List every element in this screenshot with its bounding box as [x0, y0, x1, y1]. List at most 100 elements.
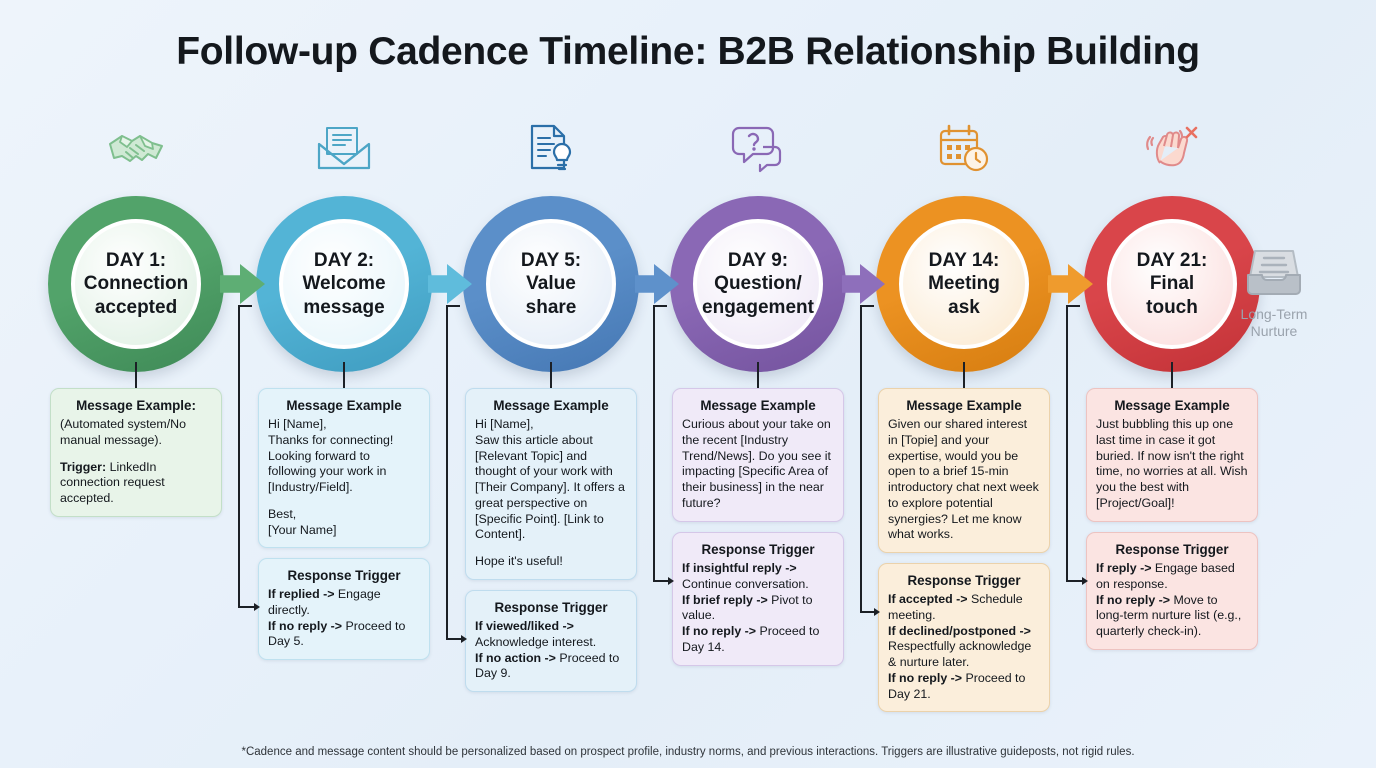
connector-elbow-horizontal-bottom: [860, 611, 874, 613]
page-title: Follow-up Cadence Timeline: B2B Relation…: [176, 30, 1200, 73]
message-box-trigger-note: Trigger: LinkedIn connection request acc…: [60, 459, 165, 506]
message-box-body-2: Best,[Your Name]: [268, 506, 337, 537]
response-trigger-box-day-2: Response Trigger If replied -> Engage dir…: [258, 558, 430, 661]
message-box-title: Message Example: [286, 398, 402, 413]
end-node-label: Long-Term Nurture: [1240, 306, 1308, 339]
flow-arrow-after-day-9: [842, 262, 886, 306]
stage-circle-inner: DAY 9:Question/engagement: [693, 219, 823, 349]
trigger-rule: If no reply -> Proceed to Day 21.: [888, 670, 1026, 701]
response-trigger-box-day-5: Response Trigger If viewed/liked -> Ackno…: [465, 590, 637, 693]
connector-elbow-vertical: [860, 305, 862, 611]
inbox-tray-icon: [1219, 245, 1329, 304]
message-box-body: (Automated system/No manual message).: [60, 417, 187, 447]
trigger-rule: If reply -> Engage based on response.: [1096, 561, 1235, 591]
footnote-disclaimer: *Cadence and message content should be p…: [241, 746, 1135, 758]
trigger-rule: If no action -> Proceed to Day 9.: [475, 650, 620, 681]
trigger-rule: If replied -> Engage directly.: [268, 587, 381, 617]
message-box-body-2: Hope it's useful!: [475, 554, 563, 569]
connector-arrowhead: [874, 608, 880, 616]
message-box-body: Given our shared interest in [Topie] and…: [888, 417, 1039, 542]
connector-elbow-horizontal-bottom: [446, 638, 461, 640]
stage-circle-day-9[interactable]: DAY 9:Question/engagement: [670, 196, 846, 372]
trigger-rule: If declined/postponed -> Respectfully ac…: [888, 623, 1032, 670]
message-example-box-day-1: Message Example: (Automated system/No man…: [50, 388, 222, 517]
message-box-title: Message Example: [1114, 398, 1230, 413]
trigger-rule: If brief reply -> Pivot to value.: [682, 592, 813, 623]
trigger-rule: If no reply -> Move to long-term nurture…: [1096, 592, 1242, 639]
connector-elbow-horizontal-top: [238, 305, 252, 307]
trigger-rule: If no reply -> Proceed to Day 5.: [268, 618, 406, 649]
connector-elbow-horizontal-top: [653, 305, 667, 307]
flow-arrow-after-day-14: [1048, 262, 1094, 306]
flow-arrow-after-day-5: [635, 262, 680, 306]
message-example-box-day-5: Message Example Hi [Name],Saw this articl…: [465, 388, 637, 580]
connector-elbow-horizontal-bottom: [653, 580, 668, 582]
flow-arrow-after-day-1: [220, 262, 266, 306]
response-trigger-box-day-9: Response Trigger If insightful reply -> C…: [672, 532, 844, 666]
waving-hand-icon: [1142, 122, 1202, 174]
flow-arrow-after-day-2: [428, 262, 473, 306]
message-box-body: Hi [Name],Thanks for connecting! Looking…: [268, 417, 394, 495]
envelope-icon: [314, 122, 374, 174]
trigger-rule: If insightful reply -> Continue conversa…: [682, 561, 809, 591]
trigger-box-title: Response Trigger: [494, 600, 608, 615]
message-box-title: Message Example: [700, 398, 816, 413]
message-box-title: Message Example:: [76, 398, 196, 413]
message-box-body: Curious about your take on the recent [I…: [682, 417, 831, 510]
connector-elbow-vertical: [238, 305, 240, 606]
connector-arrowhead: [1082, 577, 1088, 585]
connector-arrowhead: [461, 635, 467, 643]
connector-stem: [550, 362, 552, 388]
connector-arrowhead: [254, 603, 260, 611]
end-node-long-term-nurture: Long-Term Nurture: [1219, 245, 1329, 340]
connector-stem: [1171, 362, 1173, 388]
stage-label-day-9: DAY 9:Question/engagement: [702, 250, 814, 318]
connector-arrowhead: [668, 577, 674, 585]
message-box-title: Message Example: [906, 398, 1022, 413]
message-example-box-day-2: Message Example Hi [Name],Thanks for conn…: [258, 388, 430, 549]
connector-stem: [757, 362, 759, 388]
document-bulb-icon: [521, 122, 581, 174]
connector-elbow-vertical: [446, 305, 448, 638]
connector-stem: [963, 362, 965, 388]
question-chat-icon: [728, 122, 788, 174]
connector-elbow-horizontal-top: [446, 305, 460, 307]
trigger-box-title: Response Trigger: [287, 568, 401, 583]
connector-elbow-vertical: [1066, 305, 1068, 580]
connector-stem: [343, 362, 345, 388]
connector-elbow-horizontal-top: [1066, 305, 1080, 307]
trigger-rule: If viewed/liked -> Acknowledge interest.: [475, 619, 597, 649]
message-box-body: Just bubbling this up one last time in c…: [1096, 417, 1248, 510]
connector-elbow-horizontal-top: [860, 305, 874, 307]
trigger-box-title: Response Trigger: [701, 542, 815, 557]
message-box-title: Message Example: [493, 398, 609, 413]
handshake-icon: [106, 122, 166, 174]
connector-elbow-horizontal-bottom: [1066, 580, 1082, 582]
connector-elbow-horizontal-bottom: [238, 606, 254, 608]
trigger-box-title: Response Trigger: [907, 573, 1021, 588]
message-box-body: Hi [Name],Saw this article about [Releva…: [475, 417, 625, 542]
connector-elbow-vertical: [653, 305, 655, 580]
trigger-rule: If no reply -> Proceed to Day 14.: [682, 624, 820, 654]
